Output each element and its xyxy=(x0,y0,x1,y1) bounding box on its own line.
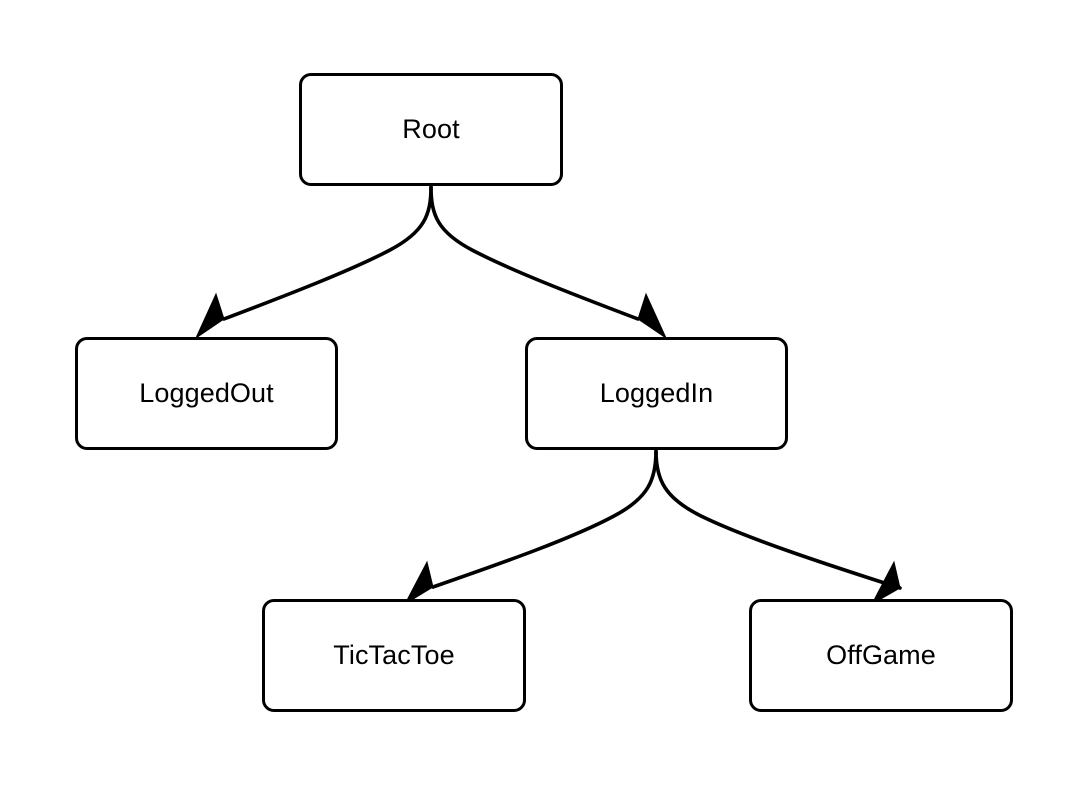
edge-loggedin-to-offgame xyxy=(654,449,902,606)
node-label-offgame: OffGame xyxy=(826,640,936,670)
node-loggedin[interactable]: LoggedIn xyxy=(525,337,788,450)
node-root[interactable]: Root xyxy=(299,73,563,186)
node-offgame[interactable]: OffGame xyxy=(749,599,1013,712)
edge-root-to-loggedout xyxy=(194,185,433,340)
node-loggedout[interactable]: LoggedOut xyxy=(75,337,338,450)
node-label-loggedin: LoggedIn xyxy=(599,378,714,408)
node-label-loggedout: LoggedOut xyxy=(139,378,274,408)
edge-line-loggedin-to-tictactoe xyxy=(431,449,658,589)
arrowhead-root-to-loggedin xyxy=(637,292,668,340)
edge-line-loggedin-to-offgame xyxy=(654,449,902,590)
node-label-root: Root xyxy=(402,114,460,144)
edge-line-root-to-loggedin xyxy=(429,185,640,321)
edge-line-root-to-loggedout xyxy=(222,185,433,321)
arrowhead-loggedin-to-tictactoe xyxy=(403,560,434,606)
edge-loggedin-to-tictactoe xyxy=(403,449,658,606)
arrowhead-loggedin-to-offgame xyxy=(870,560,901,606)
edge-root-to-loggedin xyxy=(429,185,668,340)
arrowhead-root-to-loggedout xyxy=(194,292,225,340)
node-label-tictactoe: TicTacToe xyxy=(333,640,455,670)
node-tictactoe[interactable]: TicTacToe xyxy=(262,599,526,712)
